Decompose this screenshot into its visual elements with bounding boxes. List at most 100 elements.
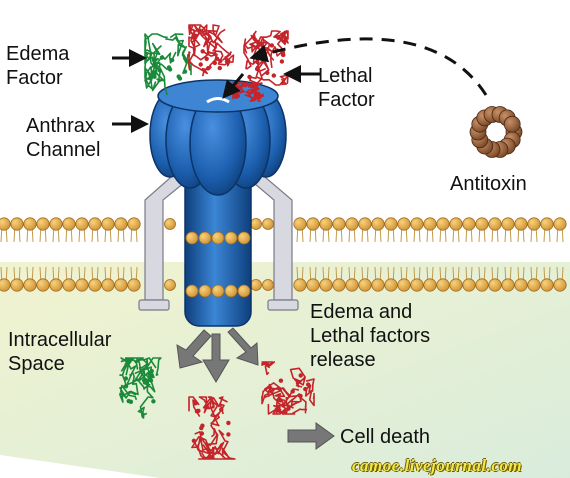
stem-bead (185, 231, 199, 245)
lipid-head (75, 217, 89, 231)
toxin-proteins (119, 24, 315, 460)
release-arrows (176, 327, 335, 450)
lipid-head (423, 217, 437, 231)
lethal-factor-protein (243, 30, 289, 86)
lipid-head (164, 279, 176, 291)
intracellular-region (0, 262, 570, 478)
lipid-head (62, 217, 76, 231)
lipid-head (553, 278, 567, 292)
lipid-head (540, 278, 554, 292)
stem-bead (198, 231, 212, 245)
lipid-head (358, 278, 372, 292)
antitoxin-arrow-tip (222, 73, 245, 99)
lipid-head (114, 217, 128, 231)
lipid-head (306, 217, 320, 231)
lipid-head (345, 278, 359, 292)
lipid-head (319, 278, 333, 292)
lipid-head (501, 278, 515, 292)
lipid-head (462, 278, 476, 292)
lipid-head (475, 217, 489, 231)
lipid-head (101, 278, 115, 292)
lipid-head (49, 217, 63, 231)
stem-bead (198, 284, 212, 298)
released-lethal-factor (188, 396, 236, 460)
lipid-head (514, 217, 528, 231)
lipid-head (36, 278, 50, 292)
lipid-head (164, 218, 176, 230)
lipid-head (332, 217, 346, 231)
lipid-head (514, 278, 528, 292)
lipid-head (553, 217, 567, 231)
lipid-head (36, 217, 50, 231)
lipid-head (250, 279, 262, 291)
lipid-head (293, 278, 307, 292)
stem-bead (224, 284, 238, 298)
label-pointers (112, 49, 320, 133)
lipid-head (384, 278, 398, 292)
lipid-head (527, 217, 541, 231)
lipid-head (250, 218, 262, 230)
lipid-head (449, 278, 463, 292)
stem-bead (185, 284, 199, 298)
lipid-head (101, 217, 115, 231)
released-lethal-factor (261, 361, 315, 415)
antitoxin-ring (469, 106, 523, 158)
lipid-head (410, 278, 424, 292)
anthrax-channel-cap (149, 79, 287, 196)
lipid-head (127, 278, 141, 292)
lipid-head (293, 217, 307, 231)
lipid-head (49, 278, 63, 292)
antitoxin-bead (503, 115, 521, 133)
lipid-head (384, 217, 398, 231)
lipid-head (527, 278, 541, 292)
lipid-head (262, 218, 274, 230)
lipid-head (371, 278, 385, 292)
lipid-head (345, 217, 359, 231)
lipid-head (319, 217, 333, 231)
lipid-head (332, 278, 346, 292)
released-edema-factor (119, 357, 162, 419)
lipid-head (262, 279, 274, 291)
lipid-head (540, 217, 554, 231)
lipid-head (10, 217, 24, 231)
lethal-factor-protein (188, 24, 235, 77)
stem-bead (237, 284, 251, 298)
lipid-head (358, 217, 372, 231)
lipid-head (501, 217, 515, 231)
lipid-head (114, 278, 128, 292)
lipid-head (10, 278, 24, 292)
lipid-head (397, 217, 411, 231)
stem-bead (224, 231, 238, 245)
antitoxin-label: Antitoxin (450, 173, 527, 195)
lipid-head (488, 278, 502, 292)
lipid-head (75, 278, 89, 292)
stem-bead (237, 231, 251, 245)
lipid-head (88, 278, 102, 292)
channel-membrane-beads (185, 231, 251, 298)
lipid-head (397, 278, 411, 292)
lipid-head (436, 278, 450, 292)
lipid-head (23, 217, 37, 231)
lipid-head (127, 217, 141, 231)
lipid-head (462, 217, 476, 231)
lipid-head (0, 217, 11, 231)
lipid-head (88, 217, 102, 231)
lipid-head (436, 217, 450, 231)
lipid-head (0, 278, 11, 292)
cell-death-label: Cell death (340, 426, 431, 448)
lipid-head (410, 217, 424, 231)
cell-membrane (0, 217, 567, 292)
lipid-head (62, 278, 76, 292)
lipid-head (423, 278, 437, 292)
lipid-head (449, 217, 463, 231)
lipid-head (23, 278, 37, 292)
stem-bead (211, 231, 225, 245)
lipid-head (475, 278, 489, 292)
